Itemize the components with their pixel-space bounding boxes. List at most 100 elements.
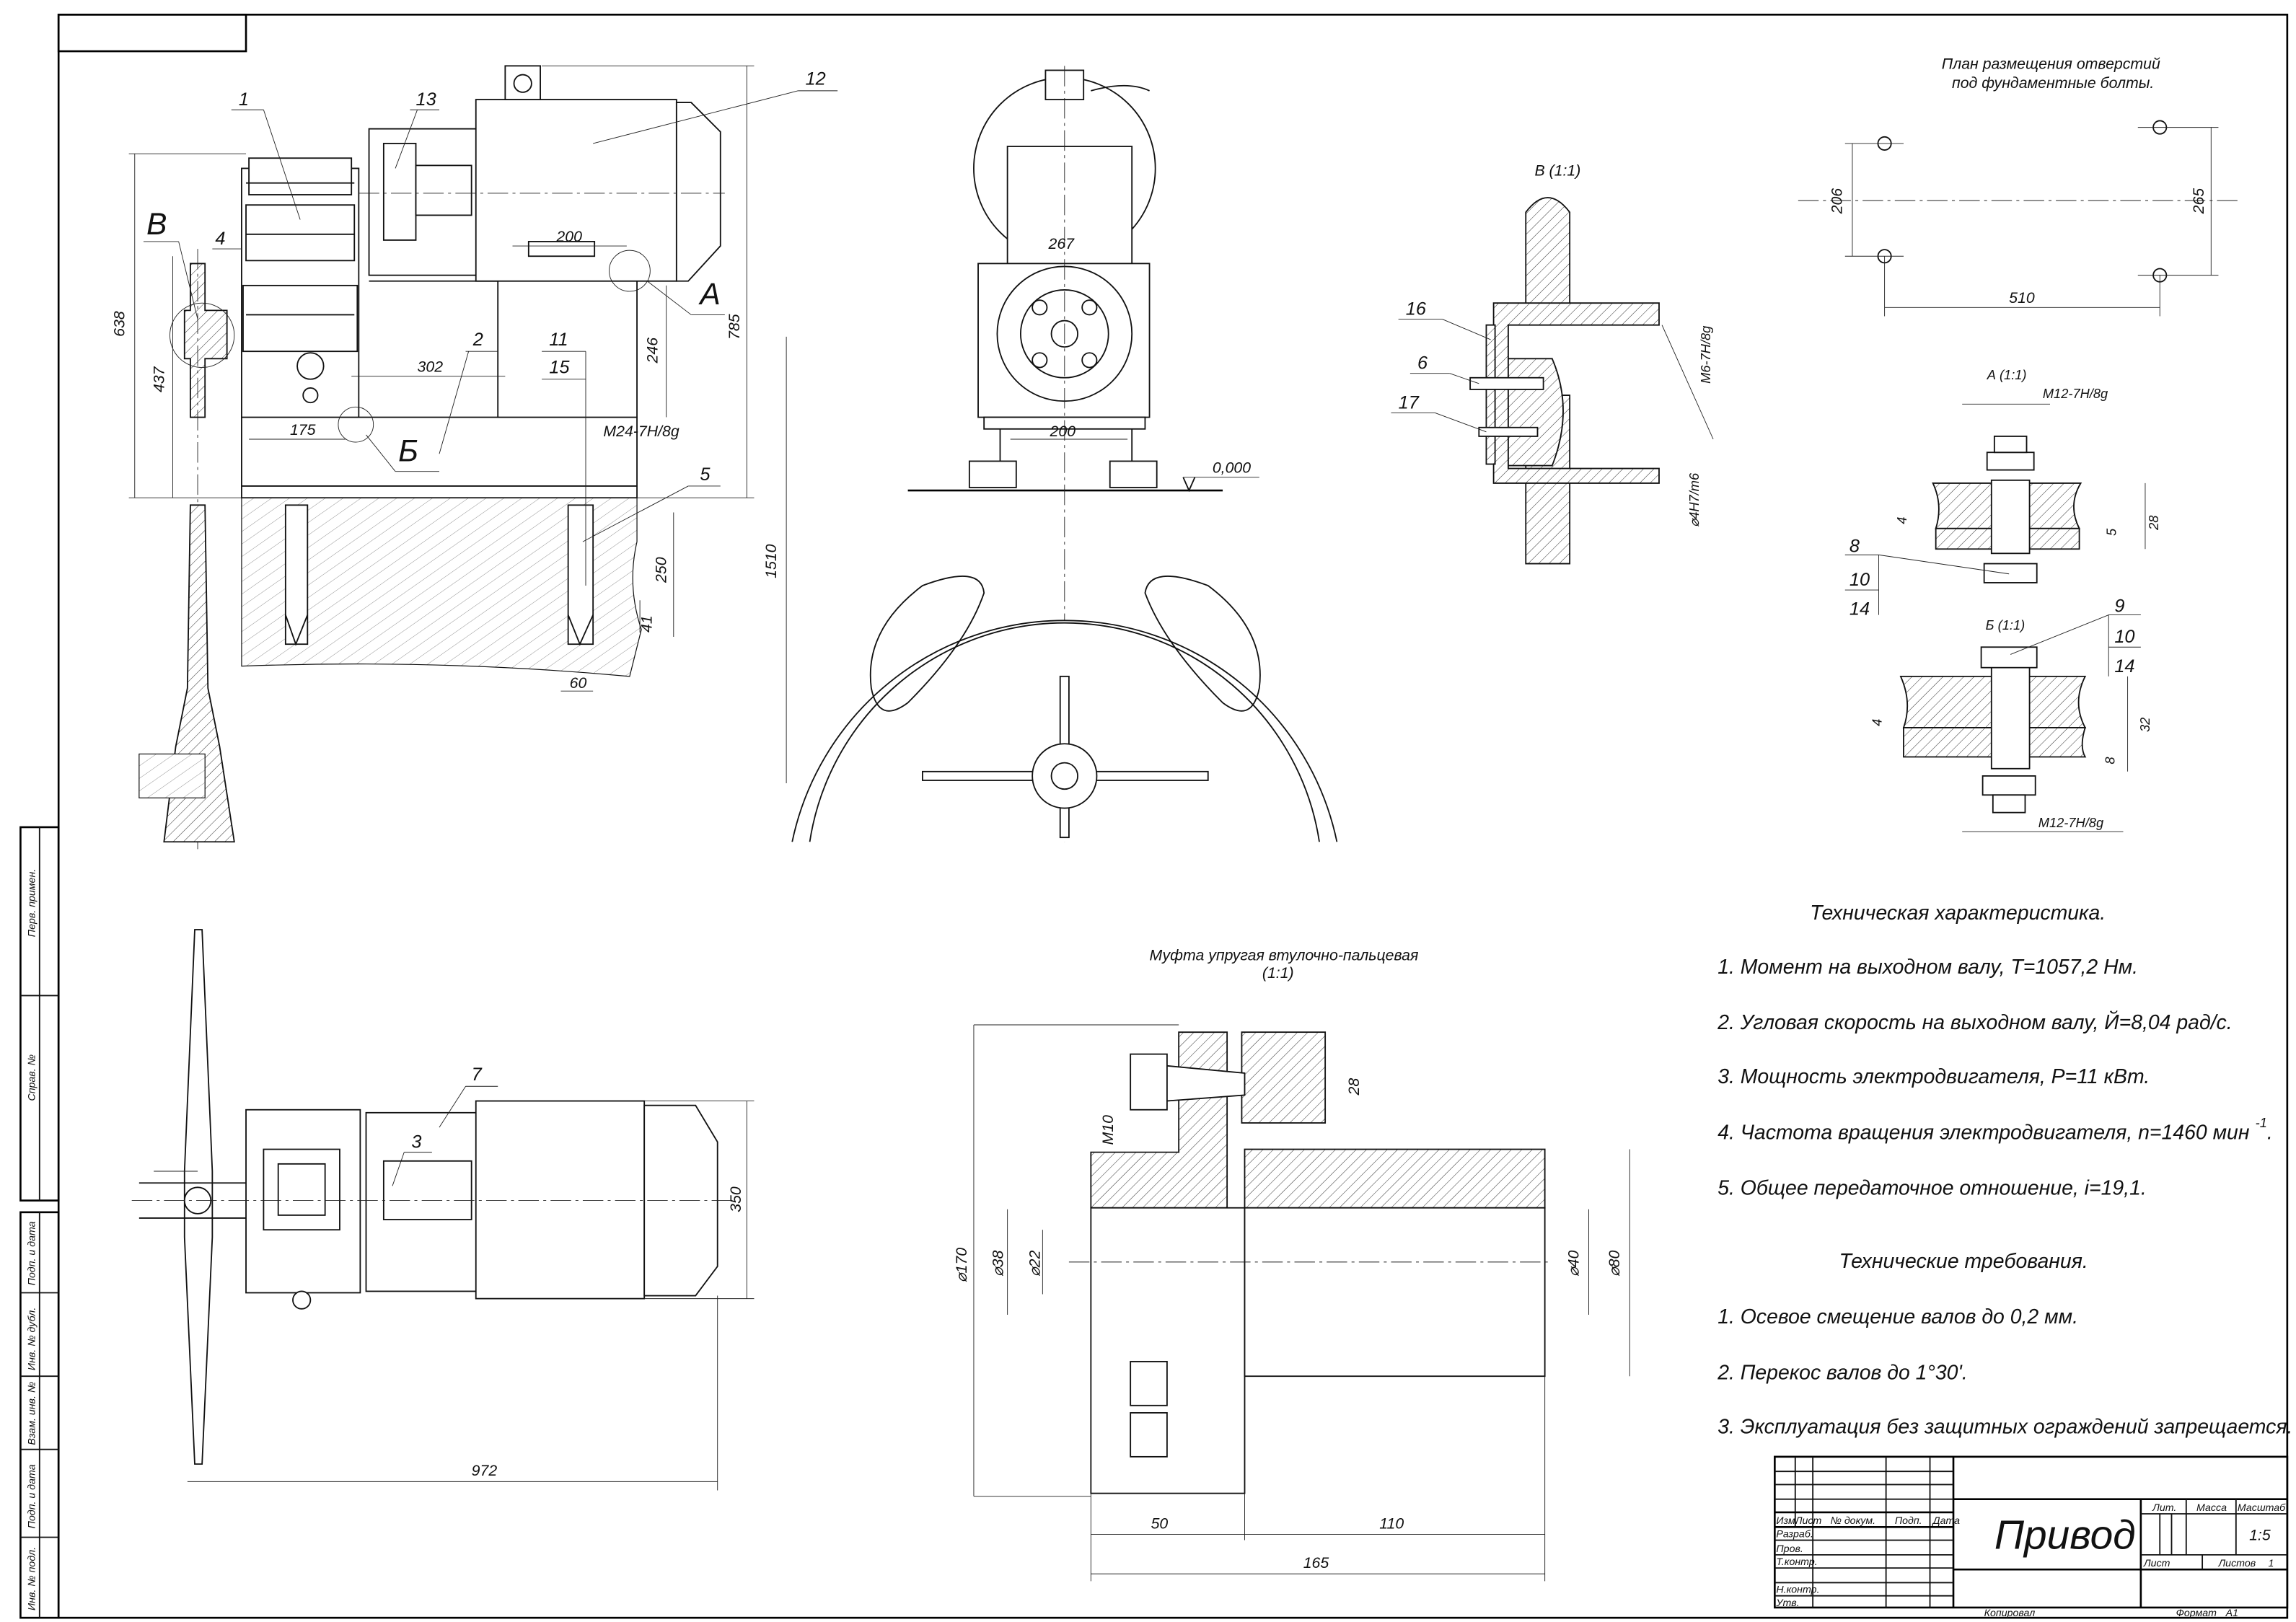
top-left-box [57,13,247,53]
dim-d40: ⌀40 [1565,1250,1582,1277]
wheel-slot [869,576,985,712]
tech-char-item: 3. Мощность электродвигателя, P=11 кВт. [1717,1065,2150,1088]
tech-requirements-title: Технические требования. [1839,1250,2088,1273]
base-frame [241,416,638,499]
wheel-slot [1144,576,1261,712]
technical-notes: Техническая характеристика. 1. Момент на… [1717,902,2292,1439]
stamp-label: Взам. инв. № [27,1382,38,1445]
title-block: Изм. Лист № докум. Подп. Дата Разраб. Пр… [1774,1455,2289,1619]
callout-10: 10 [1849,570,1870,590]
dim-8: 8 [2102,757,2117,764]
mass-label: Масса [2196,1502,2227,1514]
sheets-label: Листов [2217,1558,2256,1569]
scale-label: Масштаб [2238,1502,2286,1514]
callout-12: 12 [806,69,826,89]
stamp-label: Справ. № [27,1054,38,1101]
tech-char-item: 1. Момент на выходном валу, T=1057,2 Нм. [1717,956,2138,979]
dim-28: 28 [1345,1078,1363,1096]
tech-char-item: 2. Угловая скорость на выходном валу, Й=… [1717,1010,2232,1034]
row-tkontr: Т.контр. [1776,1556,1817,1568]
col-doc: № докум. [1831,1515,1876,1527]
margin-stamp: Перв. примен. Справ. № Подп. и дата Инв.… [19,826,60,1619]
detail-letter-v: В [146,207,167,242]
callout-3: 3 [411,1132,421,1152]
tech-req-item: 3. Эксплуатация без защитных ограждений … [1717,1415,2292,1438]
dim-246: 246 [643,338,661,364]
section-v: В (1:1) 16 6 17 M6-7H/8g ⌀4H7/m6 [1391,162,1714,565]
tech-req-item: 1. Осевое смещение валов до 0,2 мм. [1717,1305,2078,1328]
scale-value: 1:5 [2249,1527,2271,1544]
dim-175: 175 [290,421,316,438]
stamp-label: Перв. примен. [27,869,38,937]
row-razrab: Разраб. [1776,1528,1813,1540]
tech-char-item: 4. Частота вращения электродвигателя, n=… [1717,1115,2273,1144]
tech-characteristics-title: Техническая характеристика. [1810,902,2106,925]
tech-char-item: 5. Общее передаточное отношение, i=19,1. [1717,1176,2147,1199]
foundation-plan: План размещения отверстий под фундаментн… [1798,55,2238,317]
drawing-title: Привод [1994,1513,2136,1559]
dim-4b: 4 [1870,719,1885,726]
dim-28: 28 [2146,515,2161,531]
thread-m12-b: M12-7H/8g [2038,815,2103,830]
row-prov: Пров. [1776,1543,1803,1555]
dim-5: 5 [2103,528,2119,536]
callout-13: 13 [416,89,436,110]
side-view: 1510 267 200 0,000 [762,66,1338,842]
copied-label: Копировал [1984,1608,2036,1619]
sheet-frame [57,13,2289,1619]
sheet-label: Лист [2143,1558,2170,1569]
dim-d22: ⌀22 [1026,1250,1043,1277]
format-label: Формат [2176,1608,2217,1619]
level-mark: 0,000 [1213,459,1251,477]
row-utv: Утв. [1775,1597,1799,1609]
callout-9: 9 [2114,596,2124,617]
dim-60: 60 [570,674,587,692]
callout-2: 2 [472,330,483,350]
callout-16: 16 [1406,299,1427,319]
col-list: Лист [1795,1515,1822,1527]
dim-265: 265 [2190,188,2207,215]
stamp-label: Инв. № подл. [27,1547,38,1610]
col-sign: Подп. [1895,1515,1922,1527]
callout-14b: 14 [2114,656,2134,676]
callout-6: 6 [1417,353,1428,374]
callout-17: 17 [1399,392,1420,413]
stamp-label: Подп. и дата [27,1221,38,1285]
section-b-title: Б (1:1) [1986,617,2026,633]
callout-14: 14 [1849,599,1870,620]
coupling-section: Муфта упругая втулочно-пальцевая (1:1) M… [953,947,1630,1582]
detail-letter-a: А [698,277,720,312]
col-izm: Изм. [1776,1515,1798,1527]
thread-m12-a: M12-7H/8g [2043,386,2108,401]
callout-15: 15 [549,358,570,378]
sheets-value: 1 [2268,1558,2274,1569]
callout-8: 8 [1849,536,1860,556]
section-v-title: В (1:1) [1534,162,1580,180]
foundation [241,497,642,677]
foundation-plan-title: под фундаментные болты. [1952,74,2154,92]
dim-d170: ⌀170 [953,1248,970,1283]
dim-350: 350 [727,1186,744,1212]
stamp-label: Инв. № дубл. [27,1308,38,1370]
dim-m10: M10 [1099,1115,1117,1145]
dim-d80: ⌀80 [1606,1250,1623,1277]
tech-req-item: 2. Перекос валов до 1°30'. [1717,1361,1968,1384]
lit-label: Лит. [2152,1502,2176,1514]
dim-110: 110 [1379,1515,1404,1532]
callout-1: 1 [239,89,249,110]
section-a-title: А (1:1) [1987,367,2027,382]
stamp-label: Подп. и дата [27,1464,38,1528]
plan-view: 350 972 7 3 [131,929,755,1491]
foundation-plan-title: План размещения отверстий [1942,55,2160,72]
dim-972: 972 [472,1462,498,1479]
callout-10b: 10 [2114,627,2134,647]
format-value: A1 [2225,1608,2238,1619]
section-a: А (1:1) M12-7H/8g 8 10 14 4 5 28 [1844,367,2161,620]
dim-200: 200 [1050,423,1076,440]
row-nkontr: Н.контр. [1776,1584,1819,1596]
fit-d4: ⌀4H7/m6 [1686,472,1702,527]
front-view: 638 437 785 246 302 200 175 250 41 60 M2… [111,65,838,850]
motor-top [475,1100,646,1300]
dim-785: 785 [726,314,743,340]
